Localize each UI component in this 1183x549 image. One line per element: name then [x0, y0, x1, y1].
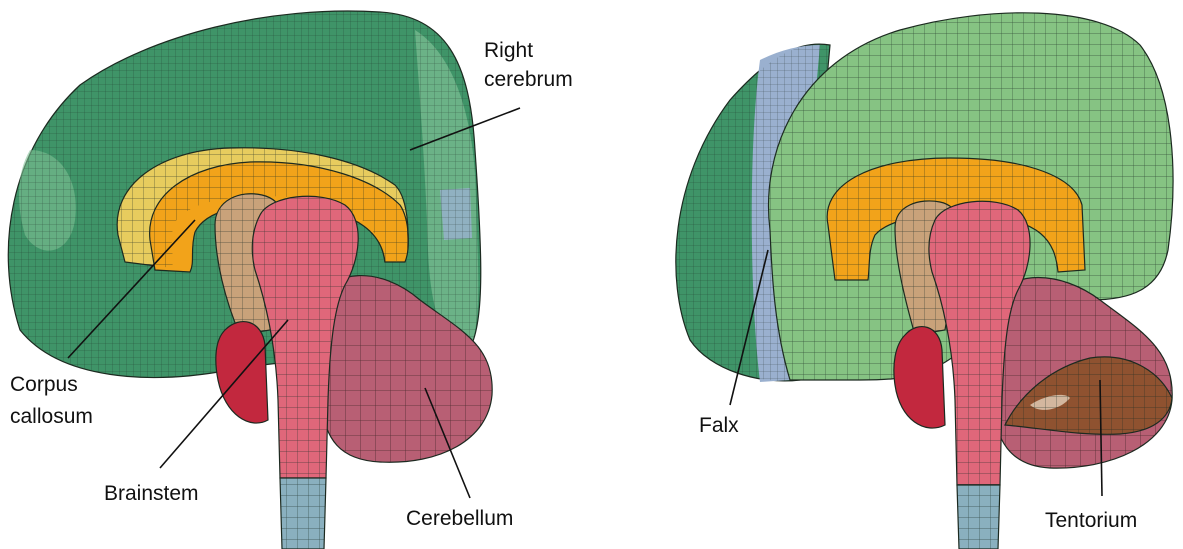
label-falx: Falx [699, 414, 739, 437]
label-corpus-callosum: Corpus callosum [10, 373, 93, 428]
label-cerebellum: Cerebellum [406, 507, 513, 530]
spinal-cord-left-view [280, 478, 326, 549]
spinal-cord-right-view [957, 485, 1000, 549]
label-brainstem: Brainstem [104, 482, 199, 505]
left-brain-model [8, 11, 492, 549]
brainstem-shadow-right-view [894, 327, 945, 428]
right-brain-model [676, 13, 1173, 549]
label-tentorium: Tentorium [1045, 509, 1137, 532]
label-right-cerebrum: Right cerebrum [484, 39, 573, 91]
